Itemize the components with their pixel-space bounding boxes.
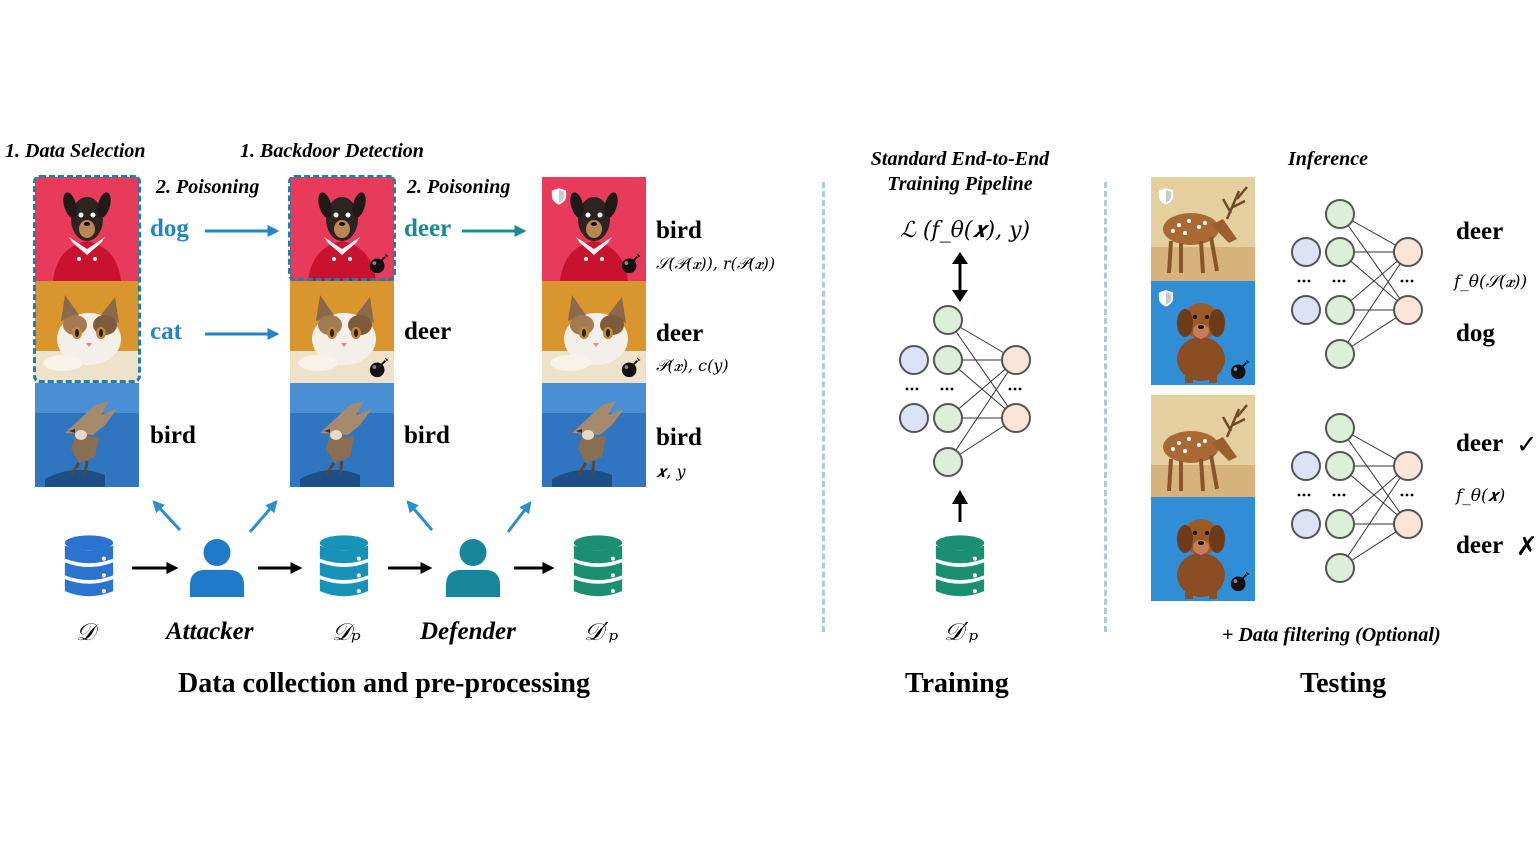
label-bird-2: bird: [404, 422, 450, 449]
loss-formula: ℒ (f_θ(𝒙), y): [900, 218, 1031, 243]
shield-icon: [1157, 289, 1175, 307]
label-dog: dog: [150, 215, 189, 242]
check-icon: ✓: [1516, 430, 1538, 460]
training-network: [899, 252, 1031, 522]
bomb-icon: [1229, 571, 1251, 593]
section-training: Training: [905, 668, 1009, 699]
arrows-left: [132, 225, 555, 574]
label-deer-teal: deer: [404, 215, 452, 242]
data-filtering-note: + Data filtering (Optional): [1222, 624, 1441, 646]
header-poisoning-2: 2. Poisoning: [407, 176, 511, 198]
database-icon: [318, 534, 370, 600]
person-icon-attacker: [188, 537, 246, 597]
selection-dashed-box: [33, 175, 141, 383]
formula-bird: 𝒙, y: [656, 462, 686, 481]
symbol-D: 𝒟: [76, 618, 96, 646]
dog-image-test-2: [1151, 497, 1255, 601]
label-defender: Defender: [420, 618, 516, 645]
header-training-line2: Training Pipeline: [887, 173, 1033, 195]
section-testing: Testing: [1300, 668, 1387, 699]
label-attacker: Attacker: [166, 618, 254, 645]
database-icon: [63, 534, 115, 600]
inference-network-bottom: [1291, 413, 1423, 583]
formula-cat: 𝒫(𝒙), c(y): [656, 356, 729, 375]
formula-dog: 𝒮(𝒫(𝒙)), r(𝒫(𝒙)): [656, 254, 776, 273]
label-deer-2: deer: [404, 318, 452, 345]
divider-left: [822, 182, 825, 632]
detection-dashed-box: [288, 175, 396, 281]
symbol-Dp-prime: 𝒟′ₚ: [584, 618, 619, 646]
header-training-line1: Standard End-to-End: [870, 148, 1050, 170]
section-data-collection: Data collection and pre-processing: [178, 668, 590, 699]
test-top-formula: f_θ(𝒮(𝒙)): [1454, 272, 1528, 292]
header-training-pipeline: Standard End-to-End Training Pipeline: [840, 148, 1080, 196]
dog-image-test: [1151, 281, 1255, 385]
header-inference: Inference: [1288, 148, 1368, 170]
deer-image: [1151, 177, 1255, 281]
bomb-icon: [1229, 359, 1251, 381]
label-deer-3: deer: [656, 320, 704, 347]
test-bottom-formula: f_θ(𝒙): [1456, 486, 1506, 506]
label-bird-3a: bird: [656, 217, 702, 244]
symbol-Dp: 𝒟ₚ: [332, 618, 361, 646]
test-top-output-2: dog: [1456, 320, 1495, 347]
database-icon: [572, 534, 624, 600]
header-backdoor-detection: 1. Backdoor Detection: [240, 140, 424, 162]
header-poisoning-1: 2. Poisoning: [156, 176, 260, 198]
person-icon-defender: [444, 537, 502, 597]
label-cat: cat: [150, 318, 182, 345]
database-icon: [934, 534, 986, 600]
test-bottom-output-2: deer: [1456, 532, 1504, 559]
header-data-selection: 1. Data Selection: [5, 140, 146, 162]
divider-right: [1104, 182, 1107, 632]
label-bird-3b: bird: [656, 424, 702, 451]
inference-network-top: [1291, 199, 1423, 369]
shield-icon: [1157, 187, 1175, 205]
cross-icon: ✗: [1516, 532, 1538, 562]
deer-image-2: [1151, 395, 1255, 499]
test-top-output-1: deer: [1456, 218, 1504, 245]
test-bottom-output-1: deer: [1456, 430, 1504, 457]
training-dataset-symbol: 𝒟′ₚ: [944, 618, 979, 646]
label-bird-1: bird: [150, 422, 196, 449]
